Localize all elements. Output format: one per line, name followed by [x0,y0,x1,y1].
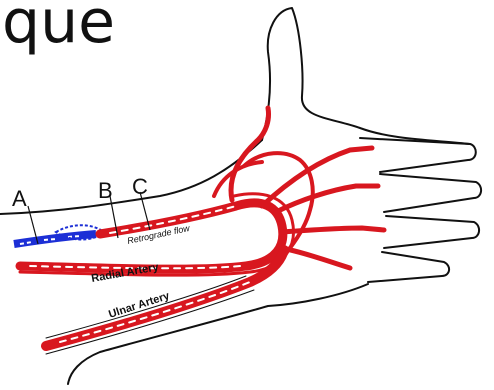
palmar-arch-inner [214,162,262,196]
thumb-outline [262,8,470,144]
middle-finger-outline [380,174,481,212]
blocked-radial-segment [14,225,104,244]
ring-finger-outline [384,216,479,248]
digital-branch-ring [282,228,384,232]
label-b: B [98,178,113,203]
little-finger-outline [368,252,449,282]
digital-branch-little [282,248,350,268]
label-c: C [132,174,148,199]
digital-branch-middle [276,186,378,212]
arteries [20,108,384,354]
index-finger-outline [360,138,476,172]
label-a: A [12,186,27,211]
forearm-top-edge [0,140,262,214]
